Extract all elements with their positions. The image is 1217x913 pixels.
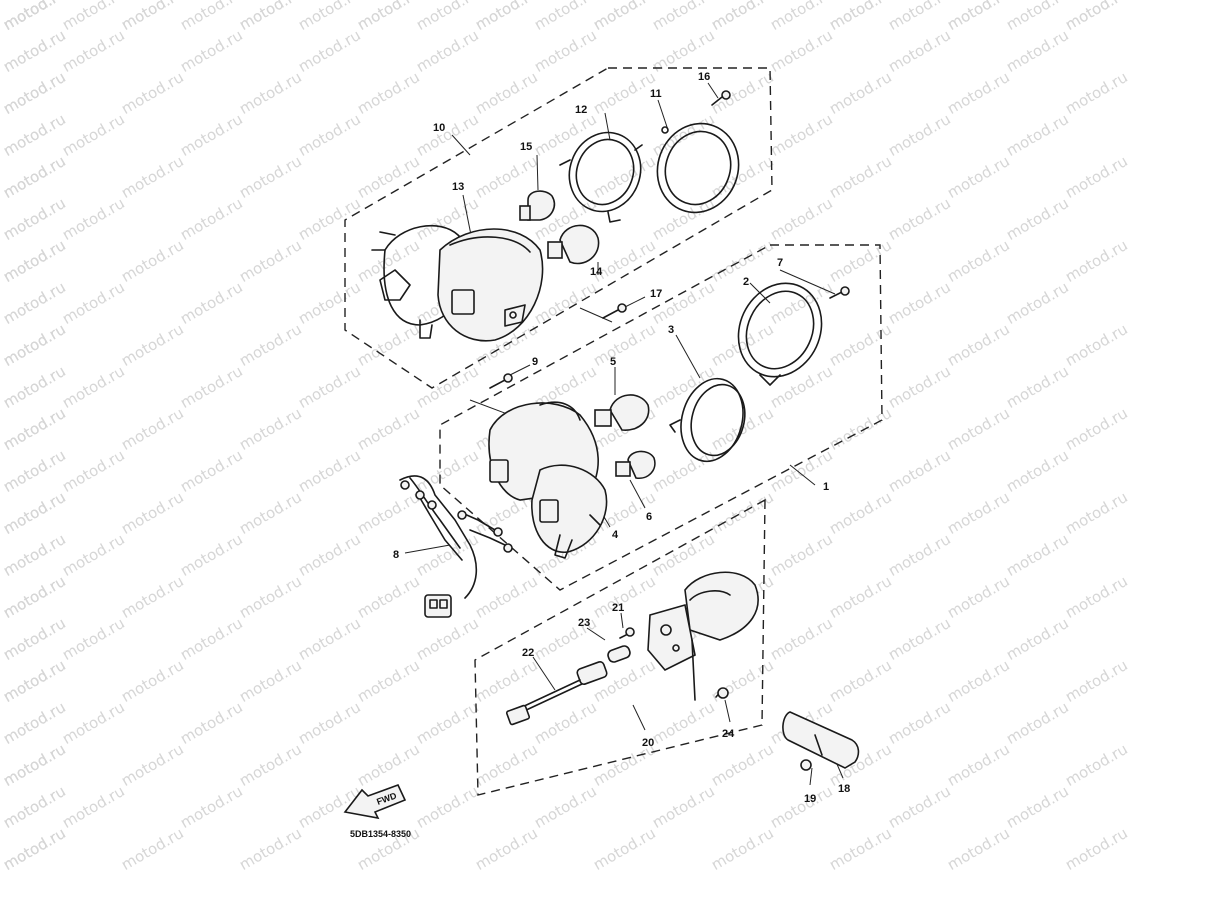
- rear-base-plate: [647, 603, 696, 701]
- bulb-6: [615, 450, 656, 480]
- assembly-boundary-front-left: [344, 67, 773, 389]
- bulb-23: [607, 645, 631, 663]
- callout-5: 5: [610, 356, 616, 368]
- rear-lens-cover: [684, 571, 759, 641]
- reflector-18: [782, 711, 860, 769]
- screw-16: [711, 90, 731, 106]
- callout-7: 7: [777, 257, 783, 269]
- callout-11: 11: [650, 88, 662, 100]
- bulb-5: [594, 394, 650, 431]
- forward-direction-badge: FWD: [343, 783, 407, 820]
- callout-19: 19: [804, 793, 816, 805]
- callout-14: 14: [590, 266, 603, 278]
- callout-16: 16: [698, 71, 710, 83]
- callout-8: 8: [393, 549, 399, 561]
- screw-7: [829, 286, 850, 299]
- bulb-15: [519, 190, 556, 221]
- callout-22-23: 23: [578, 617, 590, 629]
- callout-17: 17: [650, 288, 662, 300]
- callout-6: 6: [646, 511, 652, 523]
- screw-9: [489, 373, 513, 389]
- callout-4: 4: [612, 529, 619, 541]
- wire-harness-8: [399, 475, 513, 618]
- rear-housing-13: [371, 224, 544, 342]
- callout-9: 9: [532, 356, 538, 368]
- socket-lead-22: [505, 661, 608, 726]
- assembly-boundary-front-right: [439, 244, 883, 591]
- callout-1: 1: [823, 481, 829, 493]
- callout-2: 2: [743, 276, 749, 288]
- leader-lines: [404, 82, 844, 786]
- bulb-14: [547, 224, 600, 265]
- front-housing-4: [488, 401, 608, 559]
- lens-rim-3: [669, 377, 746, 463]
- screw-17: [602, 303, 627, 319]
- callout-13: 13: [452, 181, 464, 193]
- lens-rim-12: [559, 131, 643, 223]
- drawing-code: 5DB1354-8350: [350, 829, 411, 839]
- callout-21: 21: [612, 602, 624, 614]
- callout-22: 22: [522, 647, 534, 659]
- callout-24: 24: [722, 728, 735, 740]
- callout-20: 20: [642, 737, 654, 749]
- callout-3: 3: [668, 324, 674, 336]
- screw-24: [715, 687, 729, 699]
- callout-10: 10: [433, 122, 445, 134]
- callout-15: 15: [520, 141, 532, 153]
- screw-21: [619, 627, 635, 639]
- callout-12: 12: [575, 104, 587, 116]
- callouts: 1 2 3 4 5 6 7 8 9 10 11 12 13 14 15 16 1…: [393, 71, 850, 805]
- assembly-boundary-rear: [474, 498, 766, 796]
- callout-18: 18: [838, 783, 850, 795]
- nut-19: [800, 759, 812, 771]
- lens-2: [737, 282, 823, 386]
- lens-11: [656, 122, 740, 214]
